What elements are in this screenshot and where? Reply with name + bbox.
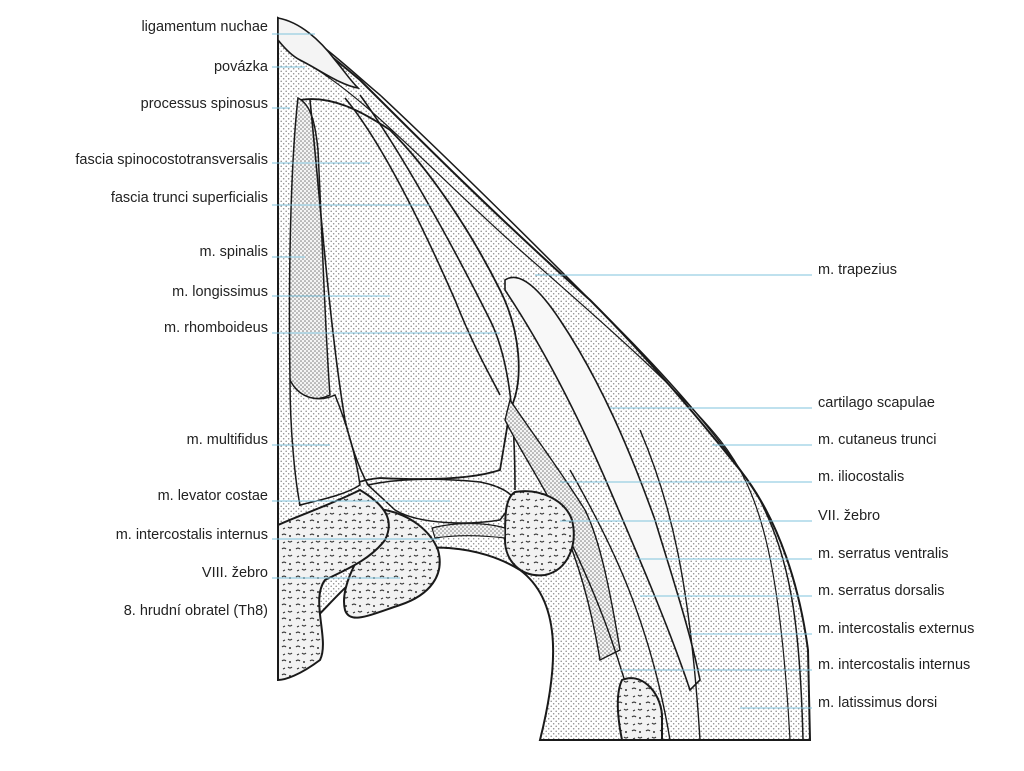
intercostal-line-2 [569, 469, 671, 741]
label-m-multifidus: m. multifidus [186, 432, 268, 448]
ligamentum-nuchae-shape [277, 17, 361, 90]
cutaneus-trunci-line [299, 59, 791, 741]
label-m-serratus-dorsalis: m. serratus dorsalis [818, 583, 945, 599]
label-fascia-spinocostotransversalis: fascia spinocostotransversalis [75, 152, 268, 168]
label-m-serratus-ventralis: m. serratus ventralis [818, 546, 949, 562]
rib-vii [503, 490, 575, 577]
rib-lower [616, 677, 663, 741]
label-m-trapezius: m. trapezius [818, 262, 897, 278]
cartilago-scapulae-shape [504, 276, 701, 692]
label-processus-spinosus: processus spinosus [140, 96, 268, 112]
label-m-longissimus: m. longissimus [172, 284, 268, 300]
label-m-iliocostalis: m. iliocostalis [818, 469, 905, 485]
multifidus [289, 379, 361, 506]
label-cartilago-scapulae: cartilago scapulae [818, 395, 935, 411]
intercostal-space [431, 522, 506, 539]
label-m-cutaneus-trunci: m. cutaneus trunci [818, 432, 937, 448]
label-m-latissimus-dorsi: m. latissimus dorsi [818, 695, 938, 711]
label-m-intercostalis-internus-right: m. intercostalis internus [818, 657, 971, 673]
spinalis-column [288, 96, 331, 400]
label-m-intercostalis-internus-left: m. intercostalis internus [115, 527, 268, 543]
label-m-spinalis: m. spinalis [199, 244, 269, 260]
leader-lines-left [272, 33, 500, 579]
label-m-intercostalis-externus: m. intercostalis externus [818, 621, 975, 637]
label-viii-zebro: VIII. žebro [201, 565, 268, 581]
label-ligamentum-nuchae: ligamentum nuchae [141, 19, 268, 35]
intercostal-line-3 [639, 429, 701, 741]
label-povazka: povázka [213, 59, 268, 75]
fascia-line-1 [309, 99, 369, 486]
leader-lines-right [535, 274, 812, 709]
vertebra-th8 [277, 488, 390, 682]
label-vii-zebro: VII. žebro [818, 508, 881, 524]
iliocostalis-shape [504, 398, 621, 662]
epaxial-muscles [299, 98, 520, 507]
label-m-rhomboideus: m. rhomboideus [164, 320, 268, 336]
label-hrudni-obratel-th8: 8. hrudní obratel (Th8) [123, 603, 268, 619]
fascia-line-2 [344, 97, 501, 396]
label-m-levator-costae: m. levator costae [157, 488, 268, 504]
skin-line [284, 21, 804, 741]
label-fascia-trunci-superficialis: fascia trunci superficialis [110, 190, 268, 206]
